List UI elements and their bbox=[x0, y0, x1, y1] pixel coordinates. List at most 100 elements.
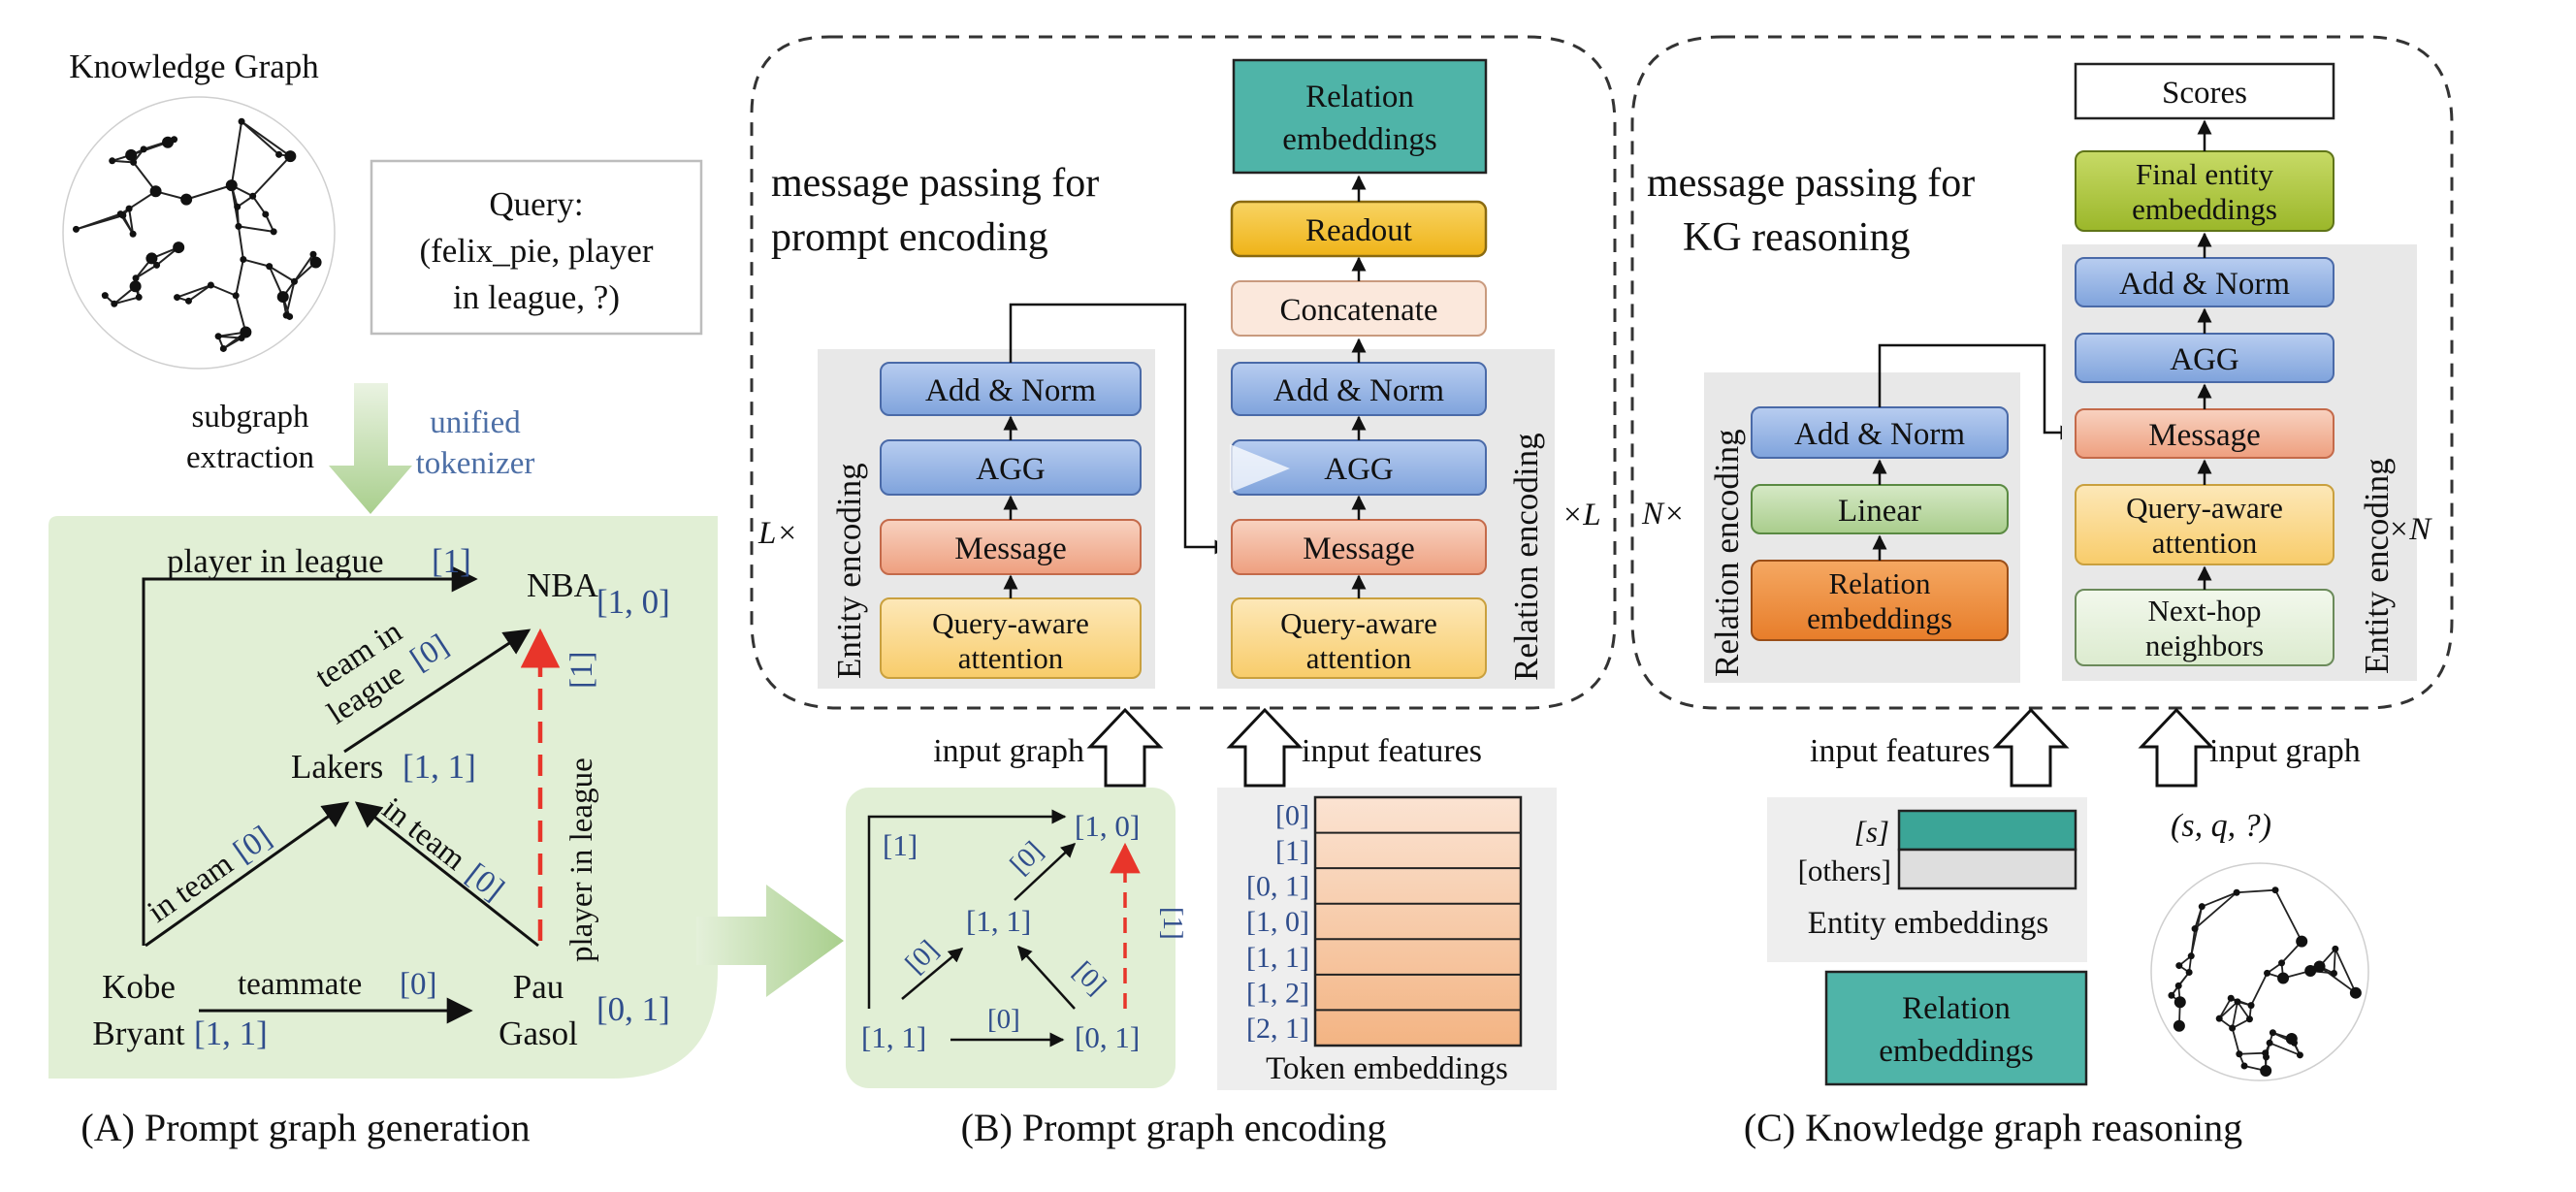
graph-edge bbox=[2237, 890, 2275, 893]
graph-node bbox=[2278, 959, 2285, 966]
node-kobe-1: Kobe bbox=[102, 968, 176, 1006]
graph-node bbox=[266, 263, 273, 270]
graph-node bbox=[102, 292, 109, 299]
graph-node bbox=[277, 291, 289, 303]
c-scores-label: Scores bbox=[2162, 76, 2247, 111]
graph-node bbox=[130, 280, 142, 292]
graph-node bbox=[141, 145, 147, 152]
down-arrow-icon bbox=[329, 383, 412, 514]
node-pau-tok: [0, 1] bbox=[596, 990, 670, 1028]
graph-edge bbox=[2202, 892, 2237, 906]
knowledge-graph-sphere bbox=[63, 97, 335, 369]
graph-node bbox=[173, 242, 184, 253]
graph-edge bbox=[2239, 1053, 2266, 1054]
c-final-2: embeddings bbox=[2132, 192, 2277, 226]
node-nba: NBA bbox=[527, 566, 599, 604]
right-arrow-icon bbox=[696, 885, 844, 997]
token-caption: Token embeddings bbox=[1266, 1051, 1508, 1086]
emb-s-bar bbox=[1899, 811, 2076, 850]
panel-a: Knowledge Graph Query: (felix_pie, playe… bbox=[48, 48, 844, 1149]
b-input-graph-arrow-icon bbox=[1090, 710, 1160, 786]
b-entity-attention-1: Query-aware bbox=[932, 606, 1089, 640]
graph-node bbox=[133, 274, 140, 281]
graph-edge bbox=[2275, 890, 2302, 942]
c-relation-emb-2: embeddings bbox=[1807, 601, 1952, 635]
edge-player-in-league-dash-tok: [1] bbox=[564, 652, 599, 689]
graph-node bbox=[286, 313, 293, 320]
b-mini-edge-d: [0] bbox=[987, 1004, 1020, 1035]
graph-node bbox=[2270, 1029, 2276, 1036]
graph-node bbox=[2175, 962, 2182, 969]
node-kobe-tok: [1, 1] bbox=[194, 1015, 268, 1052]
token-embeddings-matrix bbox=[1315, 797, 1521, 1046]
b-mini-bottom-right-node: [0, 1] bbox=[1075, 1020, 1140, 1054]
graph-node bbox=[2248, 1002, 2255, 1009]
graph-node bbox=[109, 157, 115, 164]
graph-node bbox=[2188, 952, 2195, 959]
query-line-1: Query: bbox=[489, 185, 583, 223]
panel-c-title-2: KG reasoning bbox=[1683, 215, 1910, 260]
graph-node bbox=[2267, 1040, 2273, 1047]
graph-node bbox=[2262, 1049, 2269, 1056]
c-input-graph: input graph bbox=[2209, 733, 2361, 769]
graph-node bbox=[130, 231, 137, 238]
graph-node bbox=[2186, 969, 2193, 976]
c-relation-emb-bottom-1: Relation bbox=[1902, 991, 2011, 1026]
edge-teammate-tok: [0] bbox=[400, 967, 436, 1002]
c-left-multiplier: N× bbox=[1641, 497, 1685, 532]
graph-node bbox=[73, 226, 80, 233]
graph-node bbox=[125, 149, 137, 161]
graph-edge bbox=[242, 121, 279, 154]
graph-node bbox=[2229, 1025, 2236, 1032]
token-label: [1] bbox=[1275, 835, 1309, 867]
panel-c-title-1: message passing for bbox=[1647, 161, 1975, 206]
graph-node bbox=[185, 298, 192, 305]
graph-node bbox=[249, 193, 256, 200]
graph-node bbox=[2234, 889, 2240, 896]
c-right-multiplier: ×N bbox=[2388, 512, 2432, 547]
graph-node bbox=[271, 228, 277, 235]
graph-node bbox=[2192, 925, 2199, 932]
caption-c: (C) Knowledge graph reasoning bbox=[1744, 1106, 2242, 1149]
graph-node bbox=[2272, 886, 2279, 893]
graph-node bbox=[2216, 1015, 2223, 1022]
token-label: [2, 1] bbox=[1246, 1013, 1309, 1045]
graph-node bbox=[2175, 983, 2182, 989]
c-entity-agg-label: AGG bbox=[2170, 342, 2239, 377]
token-label: [1, 0] bbox=[1246, 906, 1309, 938]
b-right-multiplier: ×L bbox=[1562, 498, 1601, 532]
graph-node bbox=[2174, 996, 2186, 1008]
graph-node bbox=[2350, 987, 2362, 999]
b-input-features: input features bbox=[1302, 733, 1482, 769]
graph-edge bbox=[232, 121, 242, 185]
c-triple: (s, q, ?) bbox=[2171, 808, 2271, 844]
node-kobe-2: Bryant bbox=[92, 1015, 185, 1052]
graph-edge bbox=[239, 226, 243, 259]
graph-node bbox=[2286, 1033, 2298, 1045]
panel-b-title-2: prompt encoding bbox=[771, 215, 1048, 260]
token-label: [1, 1] bbox=[1246, 942, 1309, 974]
small-graph-sphere bbox=[2151, 863, 2368, 1080]
graph-node bbox=[2277, 973, 2289, 984]
emb-s-label: [s] bbox=[1854, 815, 1889, 849]
b-concatenate-label: Concatenate bbox=[1279, 293, 1437, 328]
graph-node bbox=[239, 118, 245, 125]
node-lakers: Lakers bbox=[291, 748, 383, 786]
graph-node bbox=[2174, 1020, 2185, 1032]
b-relation-message-label: Message bbox=[1303, 532, 1414, 566]
graph-node bbox=[2241, 1062, 2248, 1069]
b-entity-message-label: Message bbox=[954, 532, 1066, 566]
c-relation-emb-1: Relation bbox=[1828, 566, 1931, 600]
b-mini-mid-node: [1, 1] bbox=[966, 904, 1031, 938]
c-input-features: input features bbox=[1810, 733, 1990, 769]
graph-node bbox=[234, 204, 241, 210]
graph-node bbox=[2332, 946, 2338, 952]
graph-edge bbox=[2251, 973, 2268, 1005]
c-relation-encoding-label: Relation encoding bbox=[1708, 429, 1746, 677]
graph-node bbox=[117, 210, 124, 217]
graph-node bbox=[2264, 970, 2270, 977]
graph-node bbox=[240, 256, 246, 263]
b-mini-bottom-left-node: [1, 1] bbox=[861, 1020, 926, 1054]
graph-node bbox=[2314, 960, 2326, 972]
